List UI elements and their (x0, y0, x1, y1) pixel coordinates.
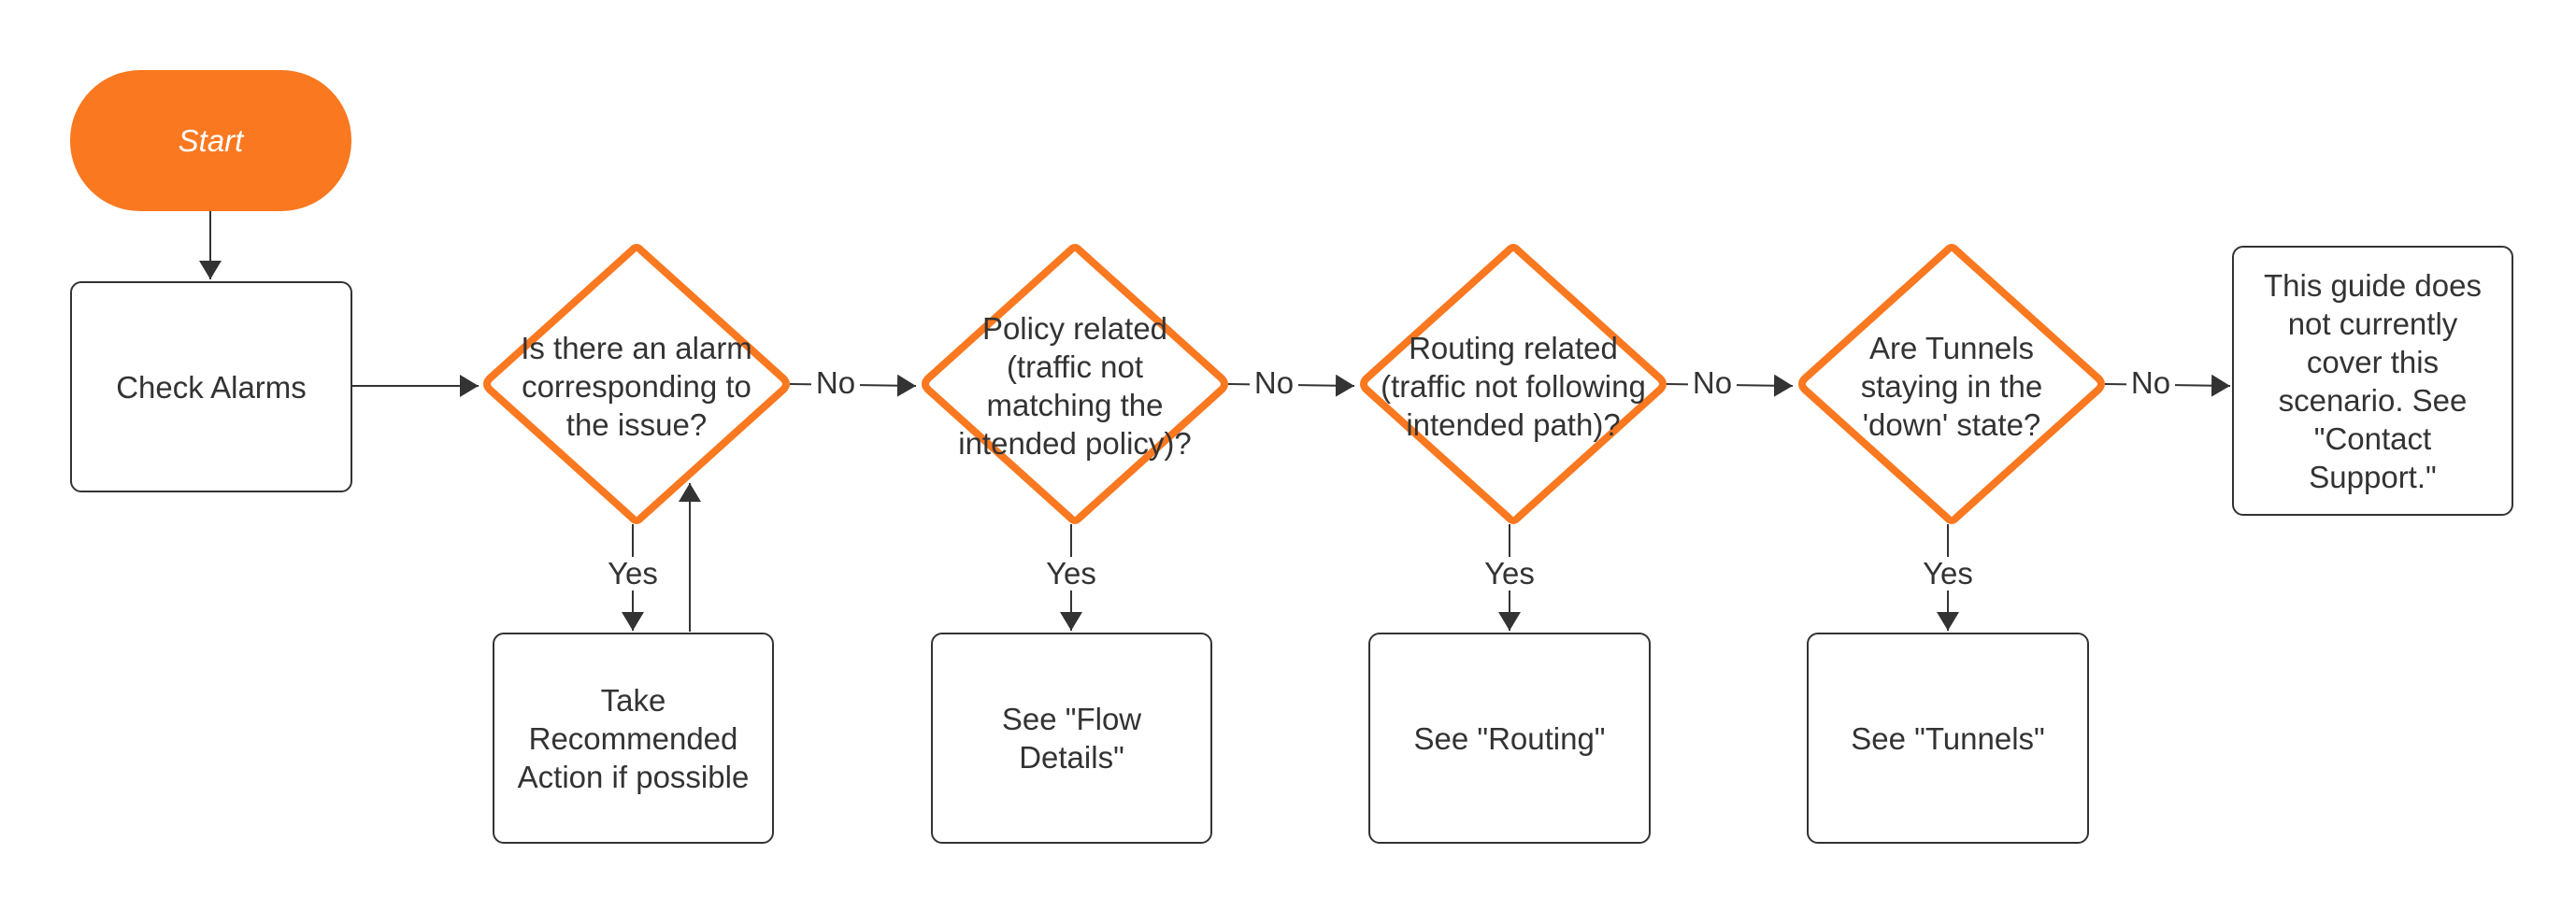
edge-label-no-2: No (1250, 366, 1298, 400)
take-action-node[interactable]: Take Recommended Action if possible (493, 633, 774, 844)
see-flow-details-node[interactable]: See "Flow Details" (931, 633, 1212, 844)
decision-policy-text: Policy related (traffic not matching the… (958, 311, 1192, 461)
edge-label-yes-3: Yes (1480, 557, 1539, 591)
edge-label-no-3: No (1688, 366, 1737, 400)
decision-tunnels-shape[interactable] (1798, 244, 2105, 524)
edge-label-yes-1: Yes (603, 557, 663, 591)
decision-alarm-shape[interactable] (483, 244, 790, 524)
edge-label-yes-4: Yes (1918, 557, 1978, 591)
see-tunnels-node[interactable]: See "Tunnels" (1807, 633, 2089, 844)
edge-label-no-1: No (811, 366, 860, 400)
edge-label-yes-2: Yes (1041, 557, 1101, 591)
decision-policy-shape[interactable] (922, 244, 1228, 524)
not-covered-node[interactable]: This guide does not currently cover this… (2232, 246, 2513, 516)
decision-routing-text: Routing related (traffic not following i… (1381, 330, 1646, 442)
decision-alarm-text: Is there an alarm corresponding to the i… (521, 330, 752, 442)
decision-routing-shape[interactable] (1360, 244, 1667, 524)
edge-label-no-4: No (2126, 366, 2175, 400)
start-node[interactable]: Start (70, 70, 351, 211)
see-routing-node[interactable]: See "Routing" (1368, 633, 1651, 844)
check-alarms-node[interactable]: Check Alarms (70, 281, 352, 492)
decision-tunnels-text: Are Tunnels staying in the 'down' state? (1860, 330, 2043, 442)
